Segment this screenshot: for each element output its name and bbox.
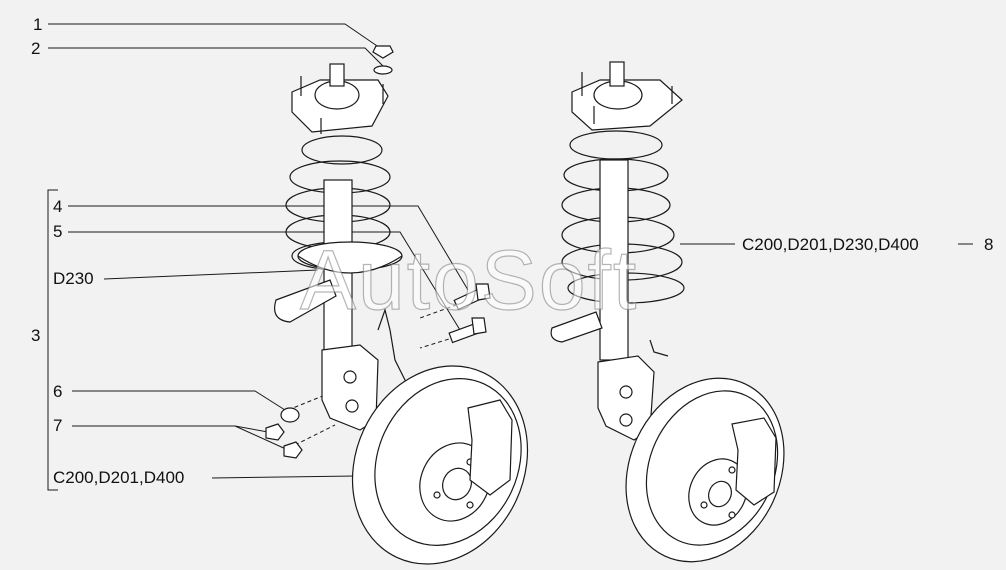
right-brake-caliper (731, 417, 777, 506)
right-strut-assembly (550, 61, 785, 563)
callout-3: 3 (31, 326, 41, 345)
lower-bolt (448, 317, 487, 344)
callout-d230: D230 (53, 269, 94, 288)
callout-c200-right: C200,D201,D230,D400 (742, 235, 919, 254)
top-washer (373, 65, 393, 75)
left-brake-caliper (467, 399, 513, 496)
right-top-mount (571, 61, 683, 131)
knuckle-nut-upper (265, 423, 285, 441)
callout-c200-left: C200,D201,D400 (53, 468, 185, 487)
upper-bolt (453, 283, 491, 311)
callout-6: 6 (53, 382, 63, 401)
top-nut (372, 45, 394, 59)
knuckle-nut-lower (283, 441, 303, 459)
callout-2: 2 (31, 39, 41, 58)
knuckle-washer (280, 407, 300, 423)
callout-5: 5 (53, 222, 63, 241)
watermark: AutoSoft (299, 232, 639, 327)
left-strut-assembly (265, 45, 529, 565)
left-top-mount (291, 63, 389, 134)
callout-1: 1 (33, 15, 43, 34)
callout-7: 7 (53, 416, 63, 435)
right-shock-body (599, 159, 629, 361)
callout-4: 4 (53, 197, 63, 216)
callout-8: 8 (984, 235, 994, 254)
